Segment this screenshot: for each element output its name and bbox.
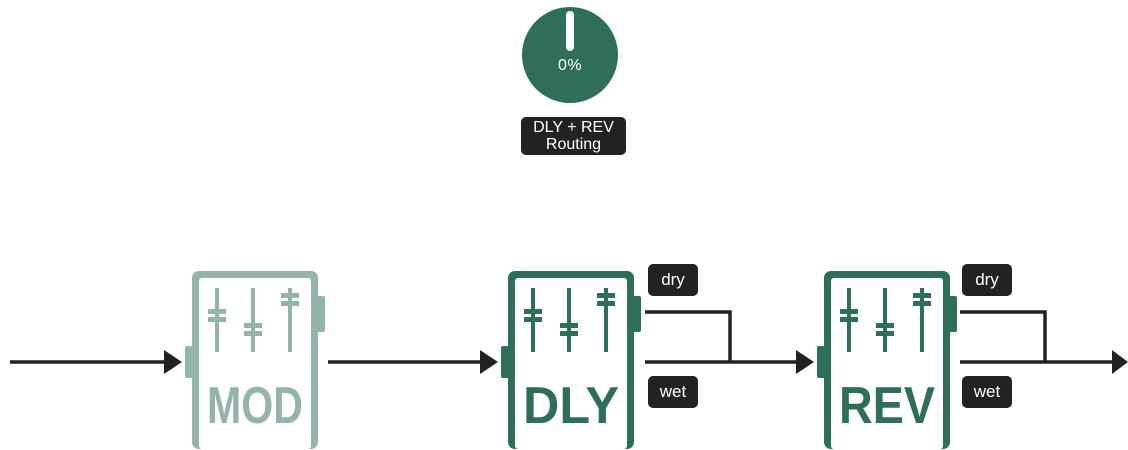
slider-cap <box>560 323 578 328</box>
slider-cap <box>524 309 542 314</box>
pedal-label: REV <box>839 377 935 435</box>
rev-wet-tag: wet <box>962 376 1012 408</box>
pedal-jack-right <box>632 296 641 332</box>
rev-dry-tag: dry <box>962 264 1012 296</box>
slider-cap <box>244 331 262 336</box>
slider-cap <box>208 309 226 314</box>
knob-dial[interactable]: 0% <box>522 7 618 103</box>
dly-wet-tag: wet <box>648 376 698 408</box>
pedal-dly[interactable]: DLY <box>501 271 641 449</box>
slider-track <box>251 288 255 352</box>
pedal-mod[interactable]: MOD <box>185 271 325 449</box>
slider-cap <box>208 317 226 322</box>
slider-cap <box>840 309 858 314</box>
arrow-into-mod <box>164 350 182 374</box>
pedal-layer: MOD DLY REV <box>185 271 957 449</box>
slider-cap <box>244 323 262 328</box>
knob-indicator <box>566 11 574 51</box>
knob-label-line1: DLY + REV <box>533 119 614 136</box>
pedal-rev[interactable]: REV <box>817 271 957 449</box>
arrow-into-rev <box>796 350 814 374</box>
output-arrow <box>1112 350 1128 374</box>
slider-track <box>920 288 924 352</box>
knob-value: 0% <box>557 57 583 74</box>
pedal-face <box>199 278 311 449</box>
slider-track <box>567 288 571 352</box>
dly-dry-tag: dry <box>648 264 698 296</box>
slider-cap <box>281 301 299 306</box>
slider-cap <box>913 301 931 306</box>
slider-cap <box>876 323 894 328</box>
pedal-jack-right <box>948 296 957 332</box>
slider-cap <box>597 301 615 306</box>
pedal-jack-right <box>316 296 325 332</box>
slider-cap <box>597 293 615 298</box>
knob-label-line2: Routing <box>545 136 602 153</box>
pedal-jack-left <box>185 346 194 378</box>
pedal-face <box>515 278 627 449</box>
knob-label: DLY + REV Routing <box>521 117 626 155</box>
slider-track <box>604 288 608 352</box>
pedal-label: DLY <box>523 377 619 435</box>
slider-cap <box>524 317 542 322</box>
arrow-into-dly <box>480 350 498 374</box>
slider-cap <box>560 331 578 336</box>
signal-lines <box>10 310 1128 374</box>
slider-cap <box>913 293 931 298</box>
rev-dry-line <box>960 310 1047 362</box>
pedal-jack-left <box>501 346 510 378</box>
pedal-face <box>831 278 943 449</box>
slider-track <box>288 288 292 352</box>
dly-dry-line <box>645 310 732 362</box>
pedal-jack-left <box>817 346 826 378</box>
pedal-label: MOD <box>207 377 303 435</box>
slider-cap <box>876 331 894 336</box>
slider-cap <box>840 317 858 322</box>
slider-cap <box>281 293 299 298</box>
slider-track <box>883 288 887 352</box>
routing-knob[interactable]: 0% <box>522 7 618 103</box>
